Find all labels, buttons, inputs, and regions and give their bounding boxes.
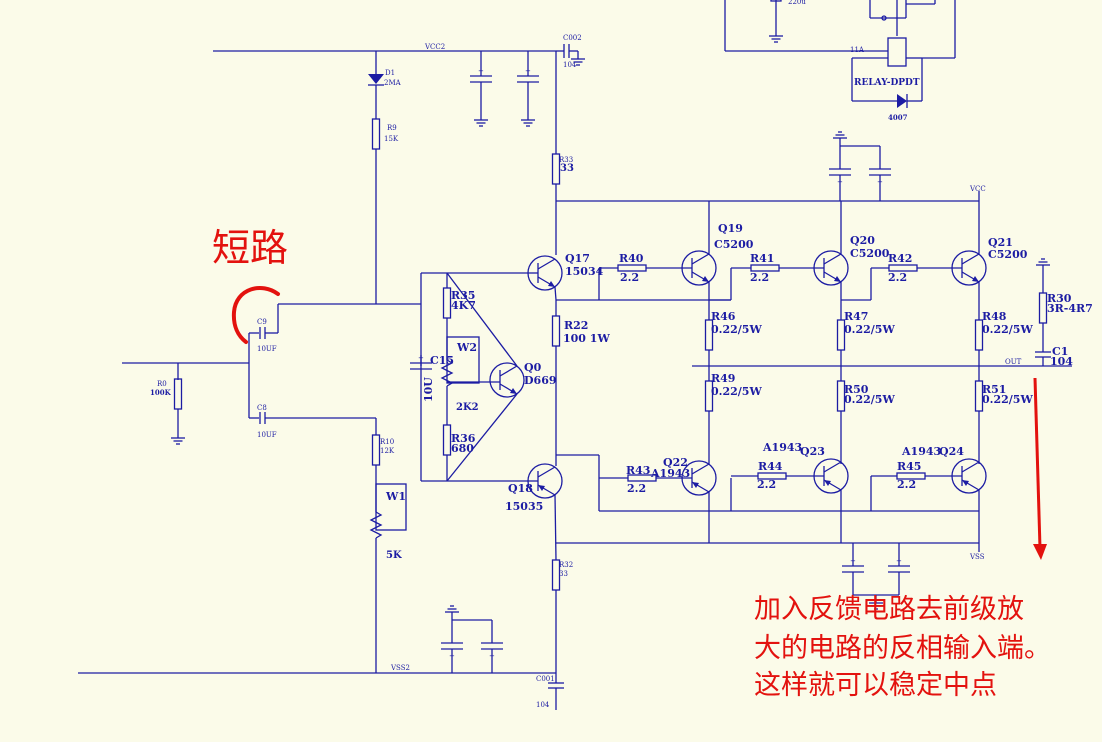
r0-val: 100K bbox=[150, 388, 172, 397]
q19-ref: Q19 bbox=[718, 222, 743, 235]
r48-val: 0.22/5W bbox=[982, 323, 1033, 336]
r40-val: 2.2 bbox=[620, 271, 639, 284]
q0-ref: Q0 bbox=[524, 361, 542, 374]
vcc2-rail: VCC2 bbox=[213, 43, 556, 52]
r32-val: 33 bbox=[559, 570, 568, 578]
q23-val: A1943 bbox=[762, 441, 802, 454]
r43-ref: R43 bbox=[626, 464, 650, 477]
q23-ref: Q23 bbox=[800, 445, 825, 458]
d1-val: 2MA bbox=[384, 79, 402, 87]
r44-val: 2.2 bbox=[757, 478, 776, 491]
relay-section: 220u 11A RELAY-DPDT 4007 bbox=[724, 0, 956, 122]
r10-val: 12K bbox=[380, 447, 395, 455]
c8-ref: C8 bbox=[257, 404, 267, 412]
c002-val: 104 bbox=[563, 61, 577, 69]
q21-ref: Q21 bbox=[988, 236, 1013, 249]
relay-name: RELAY-DPDT bbox=[854, 78, 920, 88]
feedback-note-line-2: 大的电路的反相输入端。 bbox=[754, 633, 1051, 664]
d1-ref: D1 bbox=[385, 69, 395, 77]
relay-pin: 11A bbox=[850, 46, 865, 54]
q18-ref: Q18 bbox=[508, 482, 533, 495]
r46-ref: R46 bbox=[711, 310, 736, 323]
vss2-label: VSS2 bbox=[390, 664, 410, 672]
r45-ref: R45 bbox=[897, 460, 921, 473]
r41-ref: R41 bbox=[750, 252, 774, 265]
c002-ref: C002 bbox=[563, 34, 582, 42]
r32-ref: R32 bbox=[559, 561, 573, 569]
q24-ref: Q24 bbox=[939, 445, 964, 458]
r51-ref: R51 bbox=[982, 383, 1006, 396]
r30-ref: R30 bbox=[1047, 292, 1072, 305]
q20-val: C5200 bbox=[850, 247, 890, 260]
short-circuit-label: 短路 bbox=[212, 226, 288, 270]
r36-val: 680 bbox=[451, 442, 474, 455]
r9-val: 15K bbox=[384, 135, 399, 143]
r42-val: 2.2 bbox=[888, 271, 907, 284]
q20-ref: Q20 bbox=[850, 234, 875, 247]
c001-ref: C001 bbox=[536, 675, 555, 683]
r47-ref: R47 bbox=[844, 310, 868, 323]
relay-diode: 4007 bbox=[888, 113, 908, 122]
r0-ref: R0 bbox=[157, 380, 167, 388]
r49-ref: R49 bbox=[711, 372, 735, 385]
q19-val: C5200 bbox=[714, 238, 754, 251]
r22-ref: R22 bbox=[564, 319, 588, 332]
feedback-note-line-3: 这样就可以稳定中点 bbox=[754, 670, 997, 701]
r45-val: 2.2 bbox=[897, 478, 916, 491]
w1-val: 5K bbox=[386, 550, 402, 561]
vcc2-label: VCC2 bbox=[424, 43, 445, 51]
output-node: OUT bbox=[692, 358, 1072, 367]
r41-val: 2.2 bbox=[750, 271, 769, 284]
vcc-label: VCC bbox=[969, 185, 986, 193]
q18-val: 15035 bbox=[505, 500, 543, 513]
r43-val: 2.2 bbox=[627, 482, 646, 495]
q21-val: C5200 bbox=[988, 248, 1028, 261]
r46-val: 0.22/5W bbox=[711, 323, 762, 336]
r44-ref: R44 bbox=[758, 460, 783, 473]
relay-cap: 220u bbox=[788, 0, 806, 6]
c1-val: 104 bbox=[1050, 355, 1073, 368]
r42-ref: R42 bbox=[888, 252, 912, 265]
c1-ref: C1 bbox=[1052, 345, 1068, 358]
r40-ref: R40 bbox=[619, 252, 644, 265]
w1-ref: W1 bbox=[385, 490, 406, 503]
r51-val: 0.22/5W bbox=[982, 393, 1033, 406]
r9-ref: R9 bbox=[387, 124, 397, 132]
q0-val: D669 bbox=[524, 374, 557, 387]
r22-val: 100 1W bbox=[563, 332, 610, 345]
q24-val: A1943 bbox=[901, 445, 941, 458]
diode-d1 bbox=[368, 74, 384, 86]
feedback-note-line-1: 加入反馈电路去前级放 bbox=[754, 594, 1024, 625]
feedback-note: 加入反馈电路去前级放 大的电路的反相输入端。 这样就可以稳定中点 bbox=[754, 594, 1051, 701]
q17-ref: Q17 bbox=[565, 252, 590, 265]
r33-ref: R33 bbox=[559, 156, 573, 164]
r50-val: 0.22/5W bbox=[844, 393, 895, 406]
feedback-arrow bbox=[1033, 377, 1047, 560]
q17-val: 15034 bbox=[565, 265, 604, 278]
r48-ref: R48 bbox=[982, 310, 1007, 323]
c9-val: 10UF bbox=[257, 345, 277, 353]
r33-val: 33 bbox=[560, 163, 574, 174]
r36-ref: R36 bbox=[451, 432, 476, 445]
w2-val: 2K2 bbox=[456, 402, 479, 413]
r47-val: 0.22/5W bbox=[844, 323, 895, 336]
r50-ref: R50 bbox=[844, 383, 869, 396]
short-circuit-annotation: 短路 bbox=[212, 226, 288, 344]
vss-label: VSS bbox=[969, 553, 985, 561]
q22-ref: Q22 bbox=[663, 456, 688, 469]
q22-val: A1943 bbox=[650, 467, 690, 480]
out-label: OUT bbox=[1005, 358, 1022, 366]
c15-ref: C15 bbox=[430, 354, 454, 367]
r30-val: 3R-4R7 bbox=[1047, 302, 1093, 315]
c8-val: 10UF bbox=[257, 431, 277, 439]
c15-val: 10U bbox=[422, 377, 435, 402]
c9-ref: C9 bbox=[257, 318, 267, 326]
r10-ref: R10 bbox=[380, 438, 394, 446]
c001-val: 104 bbox=[536, 701, 550, 709]
transistor-q0 bbox=[489, 362, 525, 398]
r49-val: 0.22/5W bbox=[711, 385, 762, 398]
w2-ref: W2 bbox=[456, 341, 477, 354]
